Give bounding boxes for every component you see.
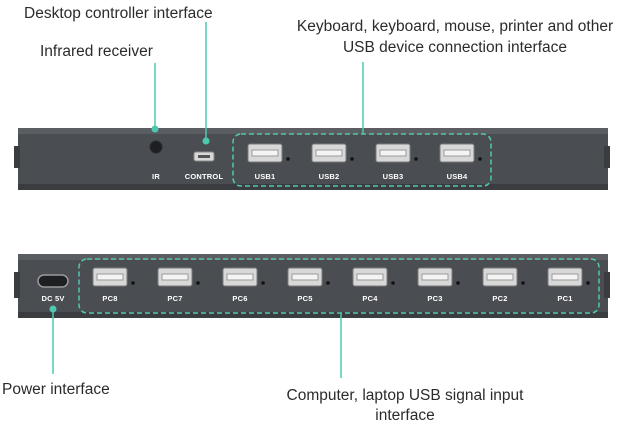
usb-ports-group [247,143,482,163]
pc2-label: PC2 [492,294,508,303]
ir-receiver-icon [149,140,163,154]
pc3-label: PC3 [427,294,443,303]
pc6-label: PC6 [232,294,248,303]
power-callout: Power interface [2,381,110,398]
pc-ports-group [92,267,590,287]
usb-devices-callout-line2: USB device connection interface [342,39,568,56]
usb3-label: USB3 [382,172,404,181]
usb4-label: USB4 [446,172,468,181]
pc-ports-highlight [78,258,600,314]
pc-input-callout-line2: interface [375,407,435,424]
pc8-label: PC8 [102,294,118,303]
power-port-icon [37,274,69,288]
top-panel [14,128,610,190]
control-label: CONTROL [184,172,224,181]
infrared-callout: Infrared receiver [40,43,153,60]
pc7-label: PC7 [167,294,183,303]
desktop-controller-callout: Desktop controller interface [24,5,213,22]
bottom-panel [14,254,610,318]
usb1-label: USB1 [254,172,276,181]
power-label: DC 5V [41,294,65,303]
pc5-label: PC5 [297,294,313,303]
usb-ports-highlight [232,133,492,187]
pc4-label: PC4 [362,294,378,303]
pc-input-callout-line1: Computer, laptop USB signal input [286,387,524,404]
usb2-label: USB2 [318,172,340,181]
usb-devices-callout-line1: Keyboard, keyboard, mouse, printer and o… [296,18,614,35]
pc1-label: PC1 [557,294,573,303]
ir-label: IR [152,172,160,181]
